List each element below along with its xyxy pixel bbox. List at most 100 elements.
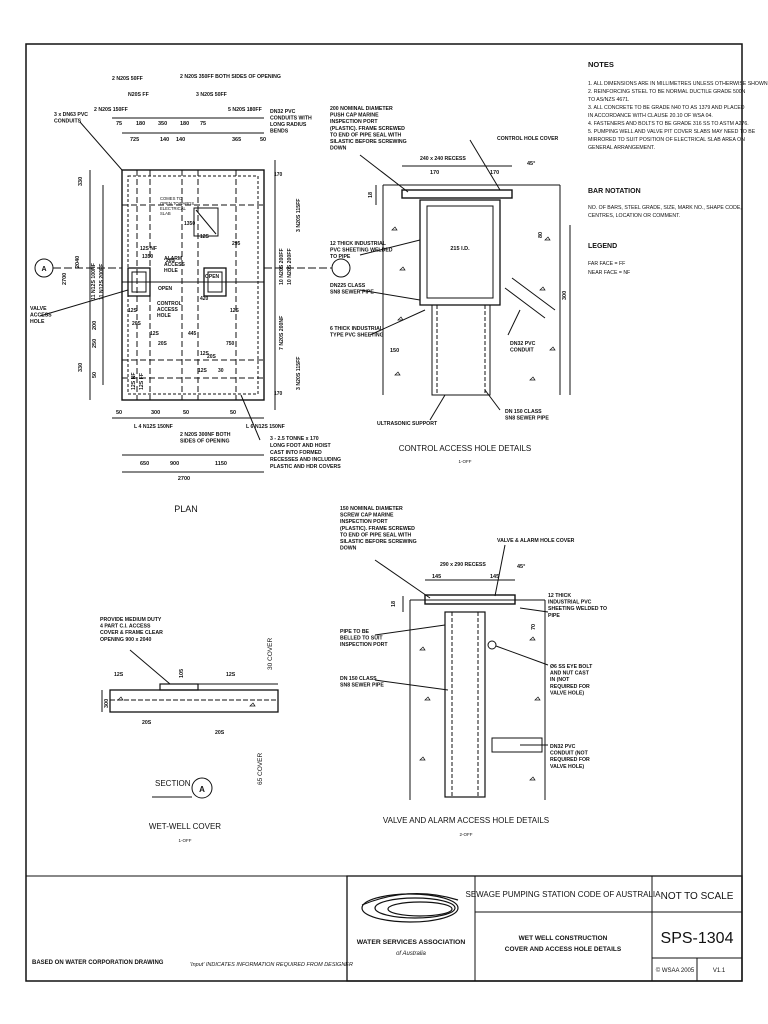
drawing-label: 20S (207, 354, 217, 360)
drawing-label: 11 N12S 200FF (99, 264, 105, 300)
section-marker (191, 777, 213, 799)
drawing-label: 170 (274, 391, 283, 397)
plan-side-dimension: 2700 (62, 273, 68, 285)
plan-top-dimension: 180 (180, 121, 189, 127)
valve-eye-bolt (487, 640, 497, 650)
drawing-label: 215 I.D. (450, 246, 470, 252)
control-pipe-inner (426, 205, 494, 299)
concrete-stipple (529, 376, 536, 381)
drawing-label: 2700 (178, 476, 190, 482)
drawing-label: 900 (170, 461, 179, 467)
logo-swoosh (361, 892, 459, 906)
drawing-label: OPEN (205, 274, 220, 280)
valve-leader (374, 559, 431, 599)
valve-access-hole-section (374, 544, 549, 800)
drawing-label: 70 (531, 624, 537, 630)
drawing-label: 3 N20S 50FF (196, 92, 227, 98)
drawing-label: 20S (142, 720, 152, 726)
drawing-label: 1150 (215, 461, 227, 467)
drawing-label: 80 (538, 232, 544, 238)
drawing-label: 12S NF (140, 246, 157, 252)
footer-source-note: BASED ON WATER CORPORATION DRAWING (32, 960, 164, 966)
concrete-stipple (419, 756, 426, 761)
bar-notation-title: BAR NOTATION (588, 188, 641, 195)
valve-pipe (444, 611, 486, 798)
section-opening (159, 683, 199, 691)
control-access-hole-inner (207, 271, 223, 293)
drawing-label: 12S (226, 672, 236, 678)
drawing-label: 10 N20S 200FF (279, 248, 285, 285)
plan-side-dimension: 330 (78, 177, 84, 186)
drawing-label: 145 (432, 574, 441, 580)
legend-line: FAR FACE = FF (588, 261, 625, 267)
drawing-label: 2 N20S 50FF (112, 76, 143, 82)
drawing-label: 65 COVER (257, 753, 264, 785)
drawing-label: 2 N20S 350FF BOTH SIDES OF OPENING (180, 74, 281, 80)
plan-diagonal (195, 209, 217, 235)
drawing-label: 12S (114, 672, 124, 678)
drawing-label: 145 (490, 574, 499, 580)
section-slab (109, 689, 279, 713)
drawing-label: 3 N20S 115FF (296, 199, 302, 232)
legend-line: NEAR FACE = NF (588, 270, 630, 276)
control-conduit (504, 287, 546, 319)
drawing-label: 10 N20S 200FF (287, 248, 293, 285)
logo-swoosh (374, 897, 456, 919)
note-line: 5. PUMPING WELL AND VALVE PIT COVER SLAB… (588, 129, 756, 135)
drawing-label: 1-OFF (459, 459, 472, 464)
plan-bottom-dimension: 50 (230, 410, 236, 416)
note-line: 4. FASTENERS AND BOLTS TO BE GRADE 316 S… (588, 121, 749, 127)
notes-title: NOTES (588, 60, 614, 69)
drawing-description: WET WELL CONSTRUCTION (519, 935, 608, 942)
valve-leader (519, 607, 549, 613)
drawing-label: 300 (104, 699, 110, 708)
drawing-label: 12S (200, 351, 210, 357)
concrete-stipple (391, 226, 398, 231)
control-leader (429, 394, 446, 421)
plan-top-dimension: 140 (160, 137, 169, 143)
org-subname: of Australia (396, 951, 426, 957)
valve-leader (494, 544, 506, 597)
scale-text: NOT TO SCALE (661, 891, 734, 902)
concrete-stipple (249, 702, 256, 707)
drawing-label: 12S (230, 308, 240, 314)
valve-title: VALVE AND ALARM ACCESS HOLE DETAILS (383, 816, 549, 825)
note-line: 3. ALL CONCRETE TO BE GRADE N40 TO AS 13… (588, 105, 745, 111)
concrete-stipple (539, 286, 546, 291)
section-marker-label: A (41, 266, 46, 273)
control-leader (507, 309, 521, 336)
drawing-label: 650 (140, 461, 149, 467)
drawing-label: ULTRASONIC SUPPORT (377, 421, 438, 427)
valve-leader (374, 679, 449, 691)
control-leader (359, 154, 409, 193)
title-block-frame (346, 875, 743, 982)
plan-bottom-dimension: 50 (116, 410, 122, 416)
concrete-stipple (399, 266, 406, 271)
drawing-label: 170 (430, 170, 439, 176)
valve-hole-cover (424, 594, 516, 605)
drawing-label: 105 (179, 669, 185, 678)
plan-top-dimension: 75 (200, 121, 206, 127)
concrete-stipple (549, 346, 556, 351)
valve-access-hole-inner (131, 271, 147, 293)
drawing-label: 7 N20S 200NF (279, 316, 285, 350)
drawing-label: 300 (562, 291, 568, 300)
control-title: CONTROL ACCESS HOLE DETAILS (399, 444, 531, 453)
footer-input-note: 'Input' INDICATES INFORMATION REQUIRED F… (190, 962, 353, 968)
drawing-label: 12S (198, 368, 208, 374)
drawing-label: 2-OFF (460, 832, 473, 837)
